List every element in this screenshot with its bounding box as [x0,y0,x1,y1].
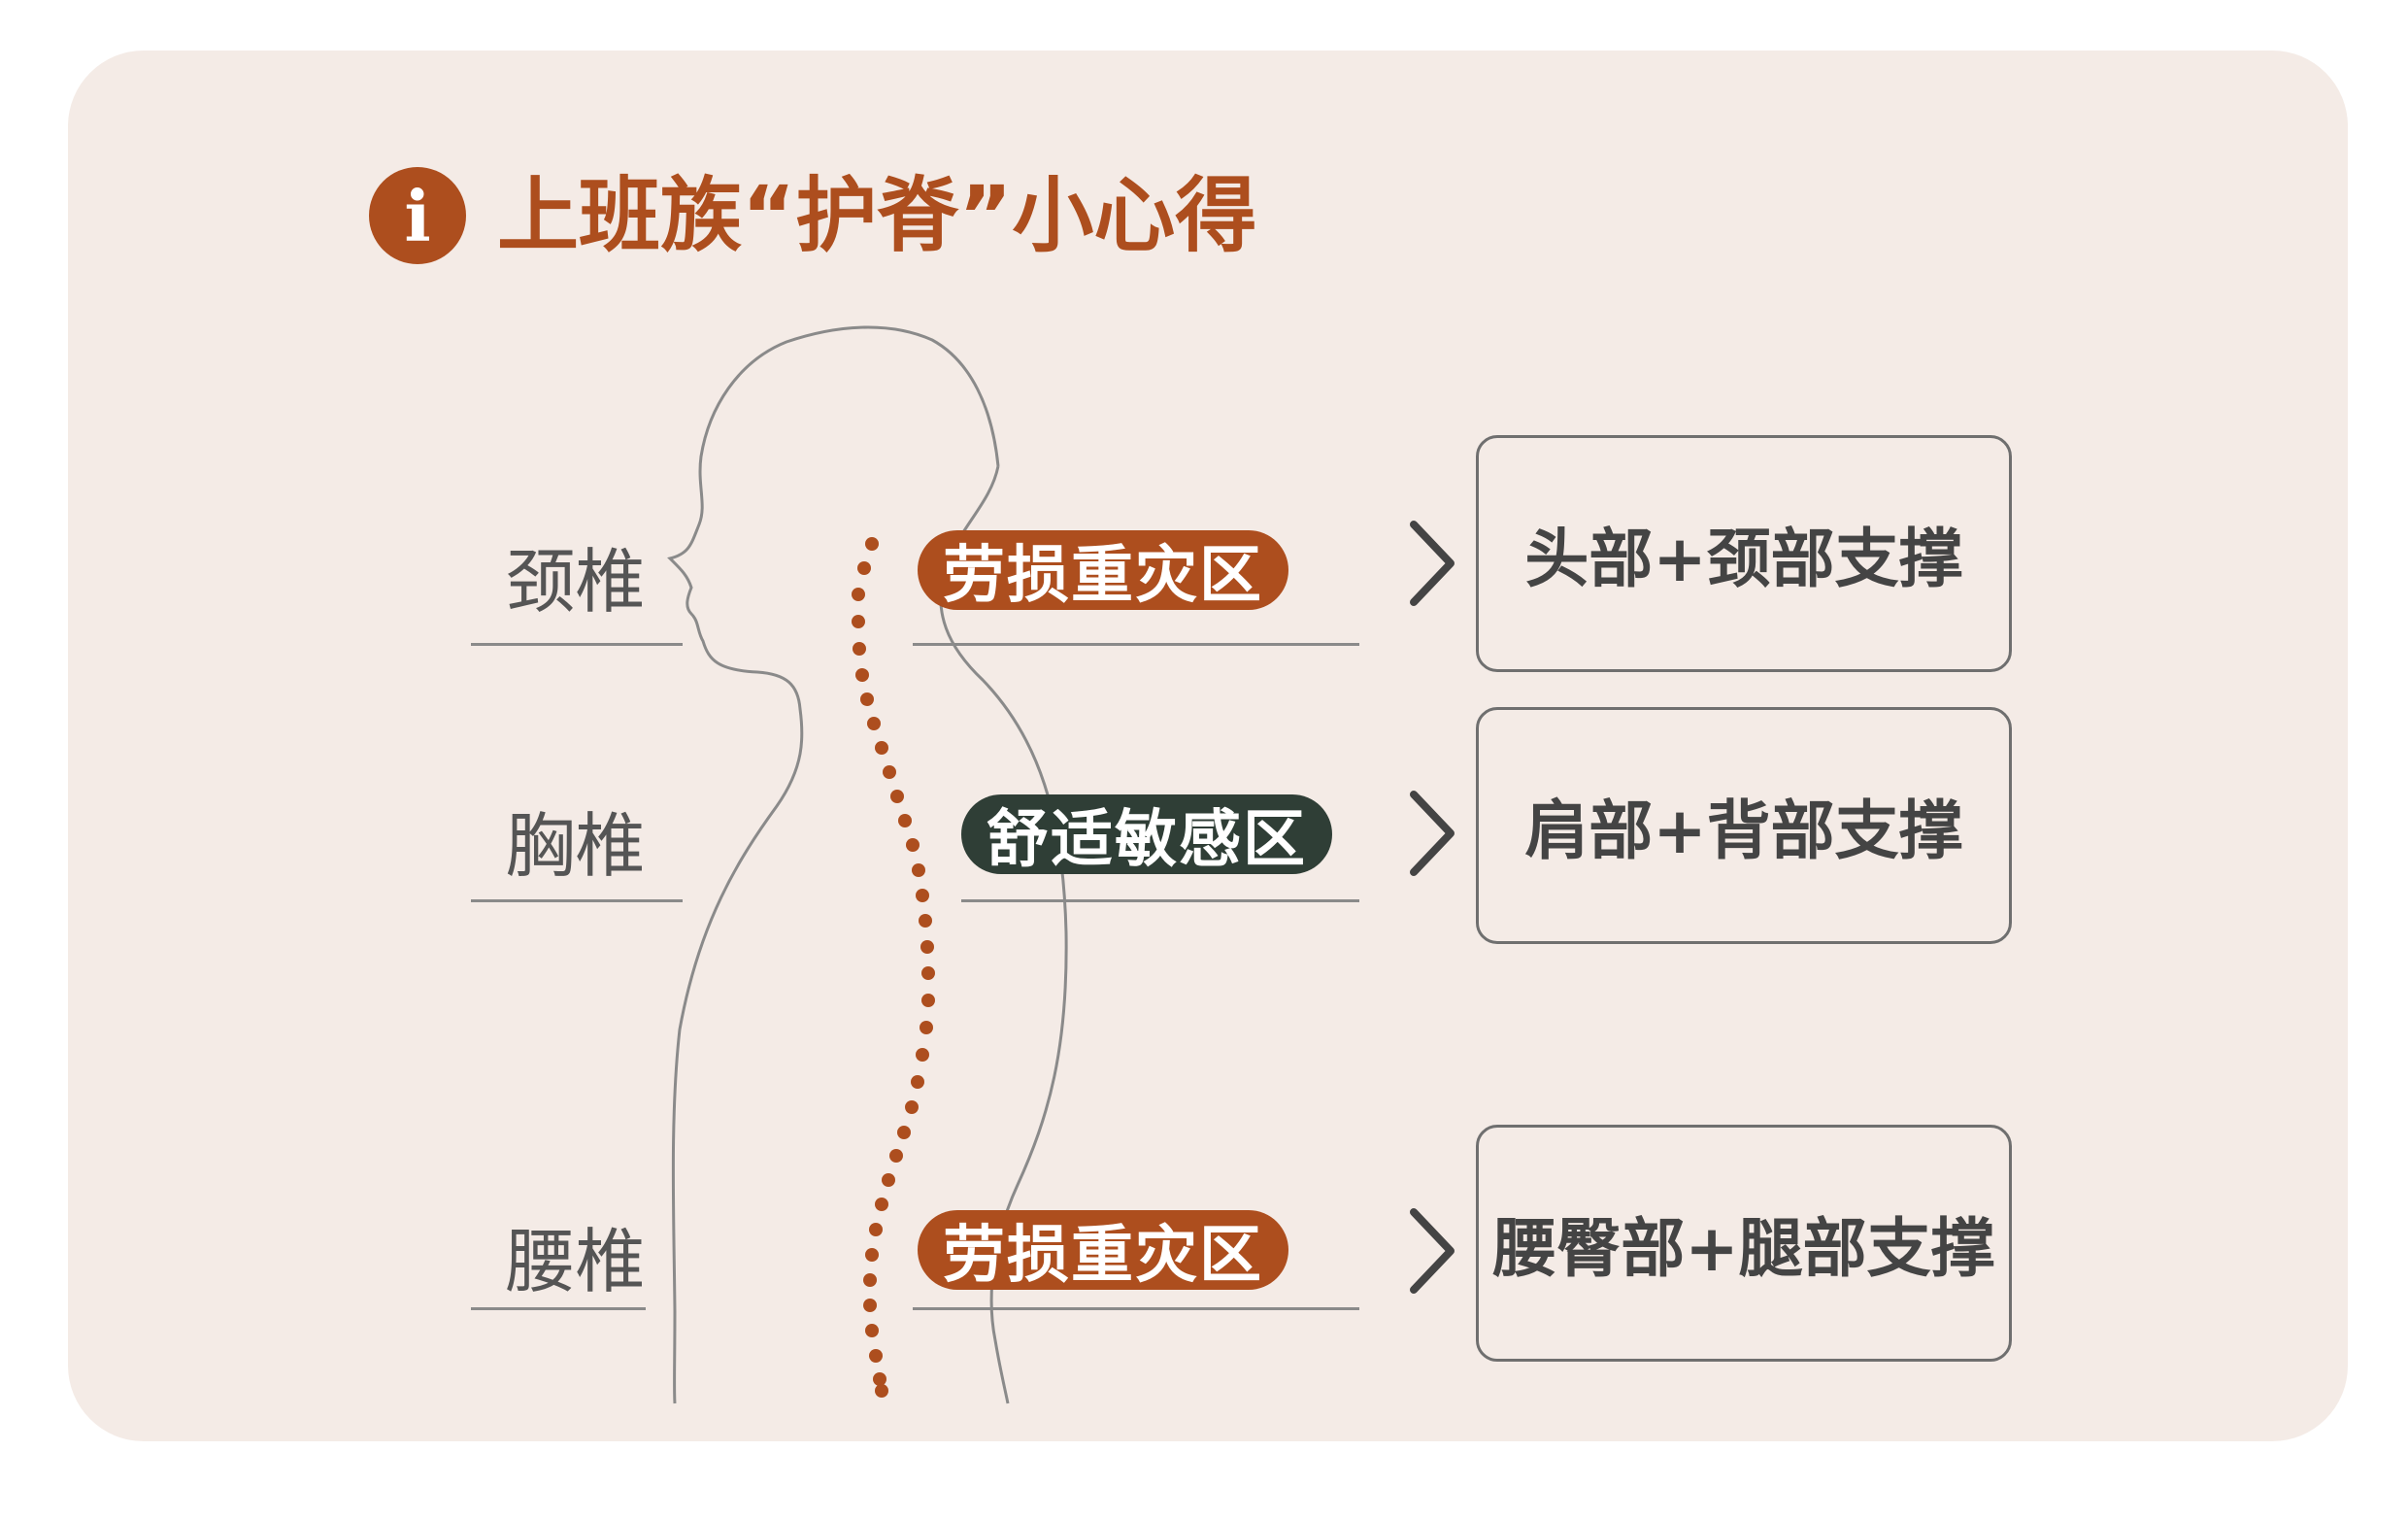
spine-dot [865,537,879,551]
zone-badge-lumbar: 劳损重灾区 [918,1210,1288,1292]
spine-dot [920,1021,933,1034]
spine-dot [883,765,896,779]
spine-dot [916,1048,929,1062]
divider [471,643,683,646]
spine-dot [865,1248,879,1262]
page-title: 上班族“护脊”小心得 [497,168,1257,263]
divider [913,643,1359,646]
spine-dot [905,1100,919,1114]
support-box-lumbar: 腰臀部+腿部支撑 [1476,1125,2012,1362]
spine-dot [852,588,865,601]
spine-dot [873,1372,886,1386]
spine-label-thoracic: 胸椎 [505,805,646,887]
support-box-cervical: 头部+颈部支撑 [1476,435,2012,672]
divider [961,899,1359,902]
spine-dot [890,790,904,803]
spine-dot [857,561,871,575]
divider [471,899,683,902]
zone-badge-thoracic: 舒适敏感区 [961,794,1332,876]
spine-dot [889,1149,903,1163]
spine-dot [855,668,869,682]
info-card [68,51,2348,1441]
body-outline-front [667,325,1000,1404]
zone-badge-cervical: 劳损重灾区 [918,530,1288,612]
spine-dot [867,717,881,730]
chevron-right-icon [1410,1208,1455,1294]
chevron-right-icon [1410,521,1455,606]
spine-dot [897,1126,911,1139]
spine-label-lumbar: 腰椎 [505,1221,646,1302]
spine-dot [869,1223,883,1236]
spine-dots [852,537,935,1398]
spine-dot [875,1384,888,1398]
divider [913,1307,1359,1310]
spine-dot [921,994,935,1007]
spine-label-cervical: 颈椎 [505,541,646,623]
chevron-right-icon [1410,791,1455,876]
divider [471,1307,646,1310]
spine-dot [898,814,912,827]
spine-dot [865,1324,879,1337]
spine-dot [920,940,934,954]
spine-dot [852,615,865,628]
spine-dot [863,1299,877,1312]
spine-dot [875,741,888,755]
spine-dot [863,1273,877,1287]
spine-dot [869,1349,883,1363]
spine-dot [882,1173,895,1187]
support-box-thoracic: 肩部+背部支撑 [1476,707,2012,944]
spine-dot [906,838,920,852]
spine-dot [853,642,866,656]
spine-dot [919,914,932,928]
spine-dot [912,863,925,877]
spine-dot [916,889,929,902]
spine-dot [911,1075,924,1089]
spine-dot [921,966,935,980]
info-icon: i [369,167,466,264]
spine-dot [860,692,874,706]
spine-dot [875,1198,888,1211]
